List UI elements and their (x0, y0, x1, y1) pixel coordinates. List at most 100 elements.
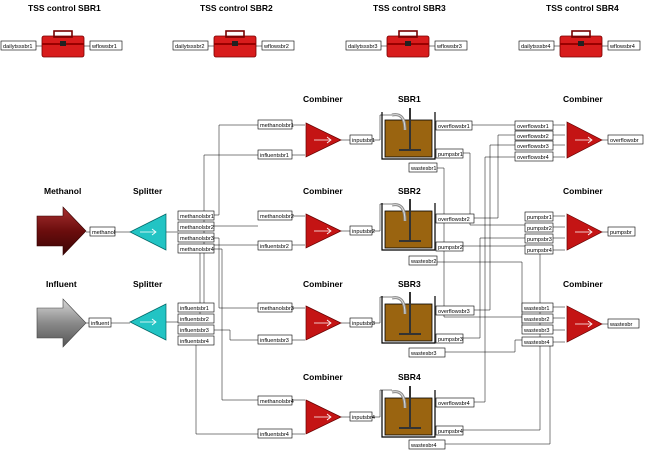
output-port[interactable] (88, 317, 112, 328)
input-port[interactable] (521, 313, 554, 324)
port-label: pumpsbr2 (438, 245, 463, 251)
output-port[interactable] (435, 305, 475, 316)
input-port[interactable] (257, 334, 293, 345)
input-port[interactable] (521, 336, 554, 347)
output-port[interactable] (261, 40, 295, 51)
output-port[interactable] (177, 335, 215, 346)
output-port[interactable] (435, 120, 473, 131)
input-port[interactable] (257, 210, 293, 221)
output-port[interactable] (349, 225, 373, 236)
output-port[interactable] (349, 317, 373, 328)
output-port[interactable] (434, 40, 468, 51)
input-port[interactable] (518, 40, 555, 51)
tss-control-sbr3[interactable]: TSS control SBR3 dailytsssbr3 wflowsbr3 (345, 3, 468, 58)
input-port[interactable] (0, 40, 37, 51)
tss-control-sbr2[interactable]: TSS control SBR2 dailytsssbr2 wflowsbr2 (172, 3, 295, 58)
block-title: SBR3 (398, 279, 421, 289)
sbr2-reactor[interactable]: SBR2 overflowsbr2 pumpsbr2 wastesbr2 (381, 186, 475, 266)
block-title: TSS control SBR1 (28, 3, 101, 13)
waste-combiner[interactable]: Combiner wastesbr1 wastesbr2 wastesbr3 w… (521, 279, 640, 347)
combiner-sbr4[interactable]: Combiner methanolsbr4 influentsbr4 input… (257, 372, 375, 439)
output-port[interactable] (408, 439, 446, 450)
port-label: pumpsbr4 (527, 248, 552, 254)
port-label: inputsbr3 (352, 321, 375, 327)
methanol-splitter[interactable]: Splitter methanolsbr1 methanolsbr2 metha… (129, 186, 215, 254)
block-title: Combiner (563, 279, 603, 289)
tss-control-sbr4[interactable]: TSS control SBR4 dailytsssbr4 wflowsbr4 (518, 3, 641, 58)
input-port[interactable] (172, 40, 209, 51)
overflow-combiner[interactable]: Combiner overflowsbr1 overflowsbr2 overf… (514, 94, 644, 162)
output-port[interactable] (435, 241, 464, 252)
input-port[interactable] (514, 151, 554, 162)
output-port[interactable] (435, 333, 464, 344)
output-port[interactable] (89, 226, 116, 237)
output-port[interactable] (177, 302, 215, 313)
output-port[interactable] (177, 232, 215, 243)
tank-icon (381, 108, 436, 160)
input-port[interactable] (257, 395, 293, 406)
input-port[interactable] (524, 233, 554, 244)
port-label: dailytsssbr1 (3, 44, 33, 50)
output-port[interactable] (408, 162, 438, 173)
input-port[interactable] (257, 302, 293, 313)
block-title: Methanol (44, 186, 81, 196)
input-port[interactable] (521, 302, 554, 313)
pump-combiner[interactable]: Combiner pumpsbr1 pumpsbr2 pumpsbr3 pump… (524, 186, 636, 255)
input-port[interactable] (514, 140, 554, 151)
input-port[interactable] (524, 244, 554, 255)
input-port[interactable] (257, 149, 293, 160)
output-port[interactable] (177, 313, 215, 324)
output-port[interactable] (177, 210, 215, 221)
toolbox-icon (213, 30, 257, 58)
port-label: wastesbr1 (523, 306, 550, 312)
port-label: pumpsbr1 (527, 215, 552, 221)
input-port[interactable] (521, 324, 554, 335)
sbr3-reactor[interactable]: SBR3 overflowsbr3 pumpsbr3 wastesbr3 (381, 279, 475, 358)
toolbox-icon (559, 30, 603, 58)
output-port[interactable] (177, 221, 215, 232)
block-title: Combiner (563, 94, 603, 104)
output-port[interactable] (177, 324, 215, 335)
output-port[interactable] (607, 318, 640, 329)
sbr1-reactor[interactable]: SBR1 overflowsbr1 pumpsbr1 wastesbr1 (381, 94, 473, 173)
methanol-source[interactable]: Methanol methanol (36, 186, 116, 256)
output-port[interactable] (349, 134, 373, 145)
output-port[interactable] (435, 397, 475, 408)
influent-source[interactable]: Influent influent (36, 279, 112, 348)
port-label: inputsbr2 (352, 229, 375, 235)
toolbox-icon (386, 30, 430, 58)
block-title: Splitter (133, 279, 163, 289)
combiner-sbr3[interactable]: Combiner methanolsbr3 influentsbr3 input… (257, 279, 375, 345)
output-port[interactable] (607, 134, 644, 145)
port-label: methanolsbr2 (260, 214, 294, 220)
output-port[interactable] (408, 255, 438, 266)
output-port[interactable] (177, 243, 215, 254)
output-port[interactable] (435, 425, 464, 436)
output-port[interactable] (408, 347, 446, 358)
port-label: overflowsbr1 (517, 124, 549, 130)
input-port[interactable] (257, 240, 293, 251)
output-port[interactable] (607, 40, 641, 51)
influent-splitter[interactable]: Splitter influentsbr1 influentsbr2 influ… (129, 279, 215, 346)
input-port[interactable] (524, 211, 554, 222)
port-label: methanolsbr4 (180, 247, 214, 253)
tss-control-sbr1[interactable]: TSS control SBR1 dailytsssbr1 wflowsbr1 (0, 3, 123, 58)
block-title: SBR2 (398, 186, 421, 196)
input-port[interactable] (345, 40, 382, 51)
block-title: Combiner (303, 372, 343, 382)
output-port[interactable] (349, 411, 373, 422)
output-port[interactable] (89, 40, 123, 51)
combiner-sbr2[interactable]: Combiner methanolsbr2 influentsbr2 input… (257, 186, 375, 251)
input-port[interactable] (524, 222, 554, 233)
output-port[interactable] (435, 213, 475, 224)
block-title: Influent (46, 279, 77, 289)
sbr4-reactor[interactable]: SBR4 overflowsbr4 pumpsbr4 wastesbr4 (381, 372, 475, 450)
input-port[interactable] (514, 130, 554, 141)
input-port[interactable] (257, 119, 293, 130)
port-label: overflowsbr2 (517, 134, 549, 140)
input-port[interactable] (257, 428, 293, 439)
combiner-sbr1[interactable]: Combiner methanolsbr1 influentsbr1 input… (257, 94, 375, 160)
output-port[interactable] (435, 148, 464, 159)
output-port[interactable] (607, 226, 636, 237)
input-port[interactable] (514, 120, 554, 131)
